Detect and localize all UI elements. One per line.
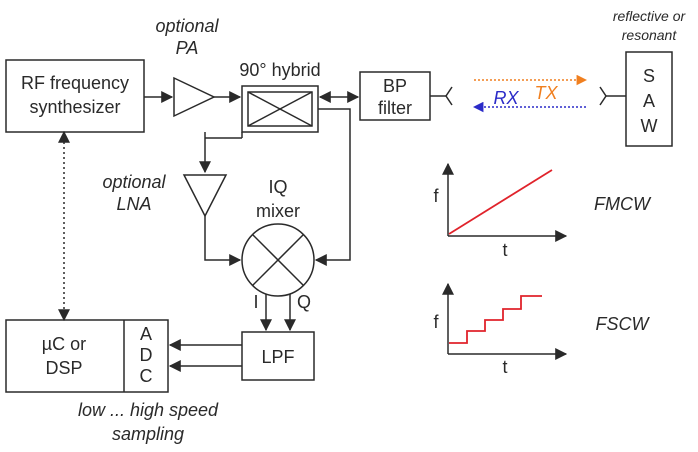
i-output-label: I [253, 292, 258, 312]
saw-letter-s: S [643, 66, 655, 86]
lna-label-line2: LNA [116, 194, 151, 214]
sampling-label-line2: sampling [112, 424, 184, 444]
saw-device-block: S A W [625, 51, 673, 147]
bp-filter-label-line1: BP [383, 76, 407, 96]
fscw-y-label: f [433, 312, 439, 332]
rx-label: RX [493, 88, 519, 108]
hybrid-coupler-block [241, 85, 319, 133]
rf-synthesizer-label-line2: synthesizer [29, 97, 120, 117]
fmcw-title: FMCW [594, 194, 652, 214]
hybrid-label: 90° hybrid [239, 60, 320, 80]
mixer-label-line2: mixer [256, 201, 300, 221]
saw-type-label-line2: resonant [622, 27, 678, 43]
bp-filter-block: BP filter [359, 71, 431, 121]
processor-block: µC or DSP A D C [5, 319, 169, 393]
hybrid-to-mixer-lo-wire [314, 108, 351, 266]
q-output-label: Q [297, 292, 311, 312]
iq-mixer-symbol [241, 223, 315, 297]
fmcw-plot: f t FMCW [433, 162, 652, 260]
lna-to-mixer-wire [204, 216, 242, 266]
reader-antenna-icon [445, 86, 453, 106]
lpf-block: LPF [241, 331, 315, 381]
processor-label-line1: µC or [42, 334, 86, 354]
adc-letter-c: C [140, 366, 153, 386]
saw-letter-a: A [643, 91, 655, 111]
sampling-label-line1: low ... high speed [78, 400, 219, 420]
fscw-plot: f t FSCW [433, 282, 651, 377]
saw-type-label-line1: reflective or [613, 8, 687, 24]
fmcw-chirp-line [448, 169, 553, 235]
pa-label-line1: optional [155, 16, 219, 36]
lna-amplifier-triangle [182, 174, 228, 218]
saw-letter-w: W [641, 116, 658, 136]
bp-filter-label-line2: filter [378, 98, 412, 118]
adc-letter-d: D [140, 345, 153, 365]
fscw-step-line [449, 295, 542, 344]
fmcw-y-label: f [433, 186, 439, 206]
tx-label: TX [534, 83, 558, 103]
rf-synthesizer-block: RF frequency synthesizer [5, 59, 145, 133]
mixer-label-line1: IQ [268, 177, 287, 197]
adc-letter-a: A [140, 324, 152, 344]
processor-label-line2: DSP [45, 358, 82, 378]
saw-antenna-icon [599, 86, 607, 106]
pa-label-line2: PA [176, 38, 199, 58]
fmcw-x-label: t [502, 240, 507, 260]
rf-synthesizer-label-line1: RF frequency [21, 73, 129, 93]
lna-label-line1: optional [102, 172, 166, 192]
pa-amplifier-triangle [173, 76, 216, 118]
fscw-title: FSCW [596, 314, 651, 334]
fscw-x-label: t [502, 357, 507, 377]
lpf-label: LPF [261, 347, 294, 367]
